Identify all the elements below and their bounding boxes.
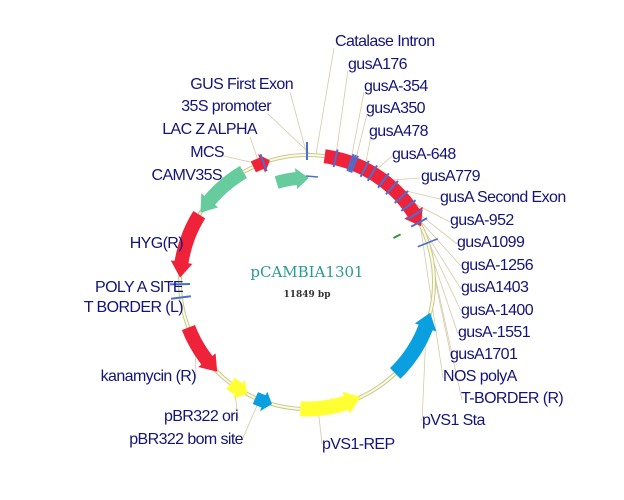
features <box>170 149 437 417</box>
lac-z-tick <box>259 153 268 172</box>
gusa-site-tick <box>350 155 359 173</box>
left-labels: GUS First Exon 35S promoter LAC Z ALPHA … <box>84 76 294 448</box>
pbr322-bom-arrow <box>252 391 272 412</box>
site-ticks <box>170 142 439 300</box>
gusa-site-tick <box>359 160 370 178</box>
label-pbr322-ori: pBR322 ori <box>164 408 238 425</box>
leader-line <box>350 91 365 163</box>
plasmid-name: pCAMBIA1301 <box>250 263 363 281</box>
pvs1-rep-arrow <box>300 391 361 417</box>
gusa-site-tick <box>332 149 339 168</box>
label-nos-polya: NOS polyA <box>443 368 518 385</box>
label-hyg: HYG(R) <box>130 235 184 252</box>
label-mcs: MCS <box>190 144 224 161</box>
leader-line <box>289 91 308 156</box>
gusa-site-tick <box>348 154 357 173</box>
gusa-site-tick <box>400 199 417 212</box>
gusa-site-tick <box>366 164 378 182</box>
plasmid-size: 11849 bp <box>283 290 330 300</box>
label-gusa350: gusA350 <box>366 100 426 117</box>
label-gusa-1256: gusA-1256 <box>461 257 534 274</box>
label-gusa1701: gusA1701 <box>450 346 518 363</box>
kanamycin-arrow <box>181 325 218 372</box>
label-gusa-354: gusA-354 <box>364 78 428 95</box>
35s-promoter-arrow <box>274 168 309 189</box>
hyg-arrow <box>170 211 206 278</box>
t-border-r-tick <box>417 238 439 248</box>
gusa-site-tick <box>377 172 390 189</box>
leader-line <box>242 399 260 439</box>
label-gusa-952: gusA-952 <box>450 212 514 229</box>
gusa-site-tick <box>385 180 399 195</box>
pvs1-sta-arrow <box>390 312 437 379</box>
gusa-site-tick <box>406 209 423 221</box>
label-kanamycin: kanamycin (R) <box>101 368 197 385</box>
label-35s-promoter: 35S promoter <box>181 98 272 115</box>
right-labels: Catalase Intron gusA176 gusA-354 gusA350… <box>322 33 566 453</box>
label-gusa176: gusA176 <box>348 56 408 73</box>
35s-tick <box>305 175 319 178</box>
camv35s-arrow <box>200 166 247 213</box>
label-gusa1099: gusA1099 <box>457 234 525 251</box>
label-gusa-648: gusA-648 <box>392 146 456 163</box>
label-camv35s: CAMV35S <box>152 167 223 184</box>
label-poly-a-site: POLY A SITE <box>95 279 183 296</box>
gusa-site-tick <box>394 190 409 204</box>
label-pbr322-bom: pBR322 bom site <box>129 431 243 448</box>
gusa-site-tick <box>346 153 355 172</box>
label-catalase-intron: Catalase Intron <box>335 33 435 50</box>
catalase-intron-tick <box>392 233 402 239</box>
leader-line <box>414 214 462 267</box>
label-gusa478: gusA478 <box>369 123 429 140</box>
label-lac-z-alpha: LAC Z ALPHA <box>162 121 258 138</box>
gusa-site-tick <box>410 217 428 228</box>
label-pvs1-rep: pVS1-REP <box>322 436 395 453</box>
leader-line <box>267 113 312 156</box>
label-gusa-1551: gusA-1551 <box>458 324 531 341</box>
leader-line <box>315 47 335 156</box>
label-gusa-1400: gusA-1400 <box>461 302 534 319</box>
label-gus-first-exon: GUS First Exon <box>190 76 293 93</box>
t-border-l-tick <box>170 295 191 300</box>
label-gusa-second-exon: gusA Second Exon <box>440 189 566 206</box>
leader-line <box>335 69 349 159</box>
leader-line <box>354 113 368 165</box>
label-pvs1-sta: pVS1 Sta <box>422 412 486 429</box>
pbr322-ori-arrow <box>226 377 248 399</box>
label-t-border-r: T-BORDER (R) <box>461 390 563 407</box>
label-gusa779: gusA779 <box>421 168 481 185</box>
label-gusa1403: gusA1403 <box>461 279 529 296</box>
label-t-border-l: T BORDER (L) <box>84 299 183 316</box>
